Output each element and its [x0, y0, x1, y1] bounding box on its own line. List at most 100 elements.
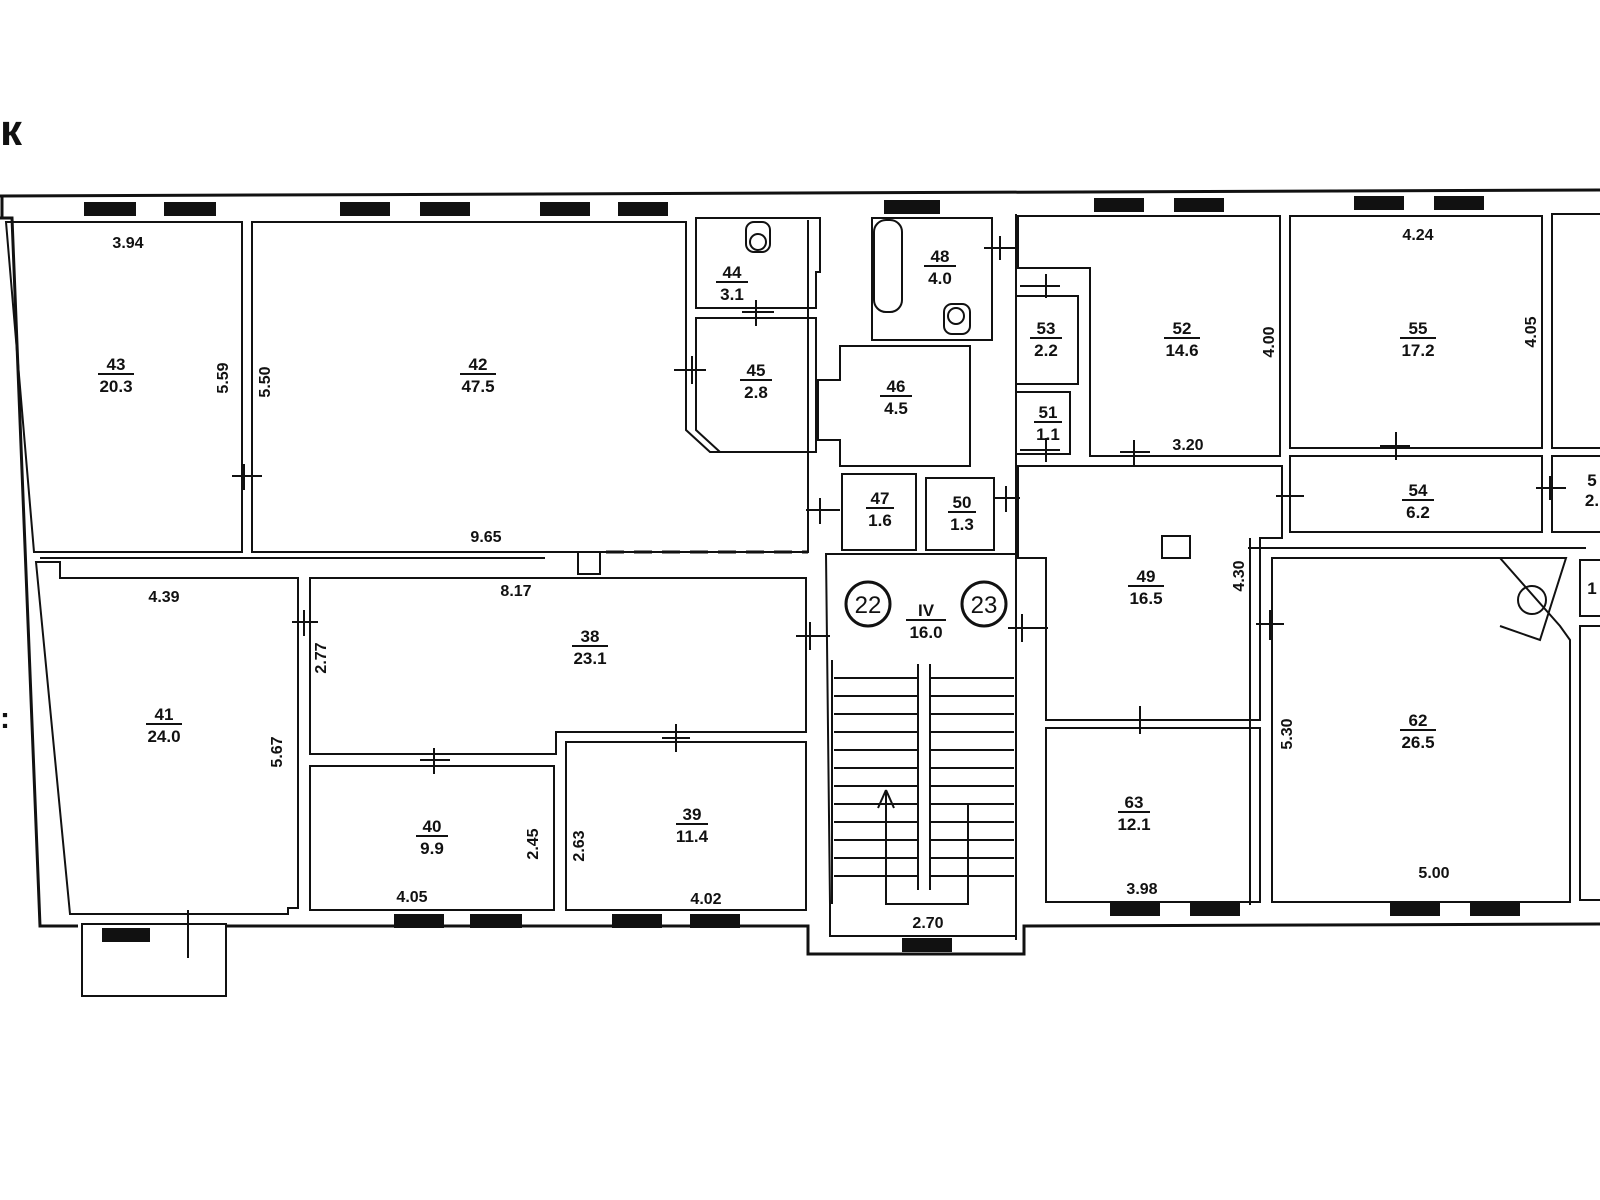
- room-area: 17.2: [1401, 341, 1434, 360]
- room-label-IV: IV 16.0: [906, 601, 946, 642]
- room-number: 41: [155, 705, 174, 724]
- cut-room-number: 5: [1587, 471, 1596, 490]
- bathtub: [873, 219, 903, 313]
- room-cut-right-low: [1579, 559, 1600, 617]
- room-number: 50: [953, 493, 972, 512]
- window: [1354, 196, 1404, 210]
- door-mark: [1126, 706, 1166, 734]
- room-48: [871, 217, 993, 341]
- room-area: 23.1: [573, 649, 606, 668]
- room-outlines: [4, 213, 1600, 937]
- room-38: [309, 577, 807, 755]
- room-label-51: 51 1.1: [1034, 403, 1062, 444]
- dimension-label: 3.98: [1126, 881, 1157, 898]
- room-label-49: 49 16.5: [1128, 567, 1164, 608]
- door-mark: [806, 498, 840, 524]
- toilet: [943, 303, 971, 335]
- room-label-62: 62 26.5: [1400, 711, 1436, 752]
- room-number: 40: [423, 817, 442, 836]
- window: [1094, 198, 1144, 212]
- room-number: 48: [931, 247, 950, 266]
- room-label-45: 45 2.8: [740, 361, 772, 402]
- room-area: 1.1: [1036, 425, 1060, 444]
- room-area: 47.5: [461, 377, 494, 396]
- room-50: [925, 477, 995, 551]
- balcony: [81, 923, 227, 997]
- room-label-63: 63 12.1: [1117, 793, 1150, 834]
- door-mark: [674, 356, 706, 384]
- cut-letter-fragment: к: [0, 106, 23, 155]
- dimension-label: 4.39: [148, 589, 179, 606]
- dimension-label: 2.70: [912, 915, 943, 932]
- dimension-label: 2.77: [313, 642, 330, 673]
- dimension-label: 8.17: [500, 583, 531, 600]
- window: [470, 914, 522, 928]
- window: [1390, 902, 1440, 916]
- dimension-label: 4.00: [1261, 326, 1278, 357]
- room-40: [309, 765, 555, 911]
- room-cut-right-mid: [1551, 455, 1600, 533]
- toilet: [745, 221, 771, 253]
- room-label-43: 43 20.3: [98, 355, 134, 396]
- door-mark: [1256, 610, 1284, 640]
- door-mark: [1120, 440, 1150, 466]
- dimension-label: 4.24: [1402, 227, 1433, 244]
- room-62-niche: [1499, 557, 1568, 642]
- room-number: 42: [469, 355, 488, 374]
- room-area: 1.6: [868, 511, 892, 530]
- room-63: [1045, 727, 1261, 903]
- room-49: [1017, 465, 1283, 721]
- window: [340, 202, 390, 216]
- dimension-label: 4.30: [1231, 560, 1248, 591]
- room-area: 4.5: [884, 399, 908, 418]
- door-mark: [420, 748, 450, 774]
- room-number: 51: [1039, 403, 1058, 422]
- room-area: 12.1: [1117, 815, 1150, 834]
- room-label-52: 52 14.6: [1164, 319, 1200, 360]
- door-mark: [742, 300, 774, 326]
- room-number: 38: [581, 627, 600, 646]
- dimension-label: 5.50: [257, 366, 274, 397]
- room-area: 1.3: [950, 515, 974, 534]
- stove: [1517, 585, 1547, 615]
- window: [394, 914, 444, 928]
- door-mark: [984, 236, 1016, 260]
- room-area: 2.2: [1034, 341, 1058, 360]
- window: [1434, 196, 1484, 210]
- room-label-46: 46 4.5: [880, 377, 912, 418]
- stair-marker-23: 23: [960, 580, 1008, 628]
- room-area: 20.3: [99, 377, 132, 396]
- room-number: 45: [747, 361, 766, 380]
- room-area: 14.6: [1165, 341, 1198, 360]
- room-label-53: 53 2.2: [1030, 319, 1062, 360]
- room-label-55: 55 17.2: [1400, 319, 1436, 360]
- window: [164, 202, 216, 216]
- cut-room-area: 1: [1587, 579, 1596, 598]
- stair-marker-22: 22: [844, 580, 892, 628]
- room-area: 16.5: [1129, 589, 1162, 608]
- room-label-42: 42 47.5: [460, 355, 496, 396]
- window: [540, 202, 590, 216]
- window: [102, 928, 150, 942]
- door-mark: [232, 464, 262, 490]
- dimension-label: 9.65: [470, 529, 501, 546]
- window: [884, 200, 940, 214]
- room-area: 6.2: [1406, 503, 1430, 522]
- room-area: 16.0: [909, 623, 942, 642]
- staircase: [831, 660, 1017, 905]
- room-labels: 43 20.3 42 47.5 44 3.1 45 2.8 48 4.0 46 …: [98, 247, 1599, 858]
- door-mark: [662, 724, 690, 752]
- window: [84, 202, 136, 216]
- room-area: 2.8: [744, 383, 768, 402]
- room-label-47: 47 1.6: [866, 489, 894, 530]
- dimension-label: 4.05: [396, 889, 427, 906]
- stair-marker-22-label: 22: [855, 592, 882, 619]
- room-label-44: 44 3.1: [716, 263, 748, 304]
- door-mark: [1536, 476, 1566, 500]
- window: [1190, 902, 1240, 916]
- room-45: [695, 317, 817, 453]
- dimension-label: 5.59: [215, 362, 232, 393]
- dimension-label: 2.63: [571, 830, 588, 861]
- door-mark: [1020, 438, 1060, 462]
